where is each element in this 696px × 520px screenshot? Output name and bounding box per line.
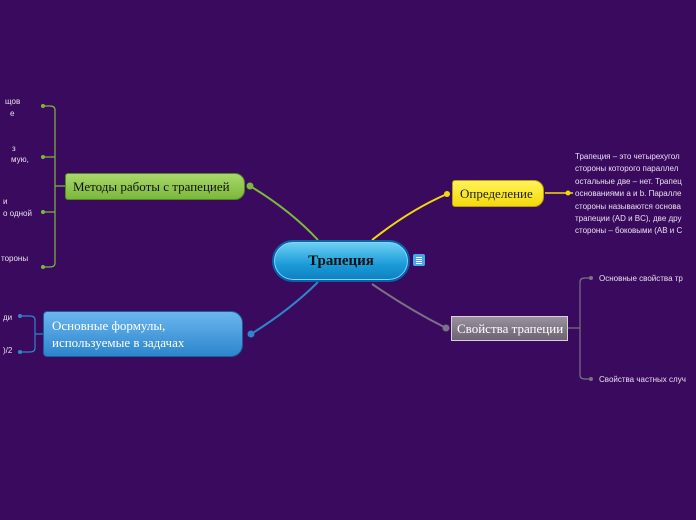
connector-dot-methods xyxy=(246,182,254,190)
connector-dot-methods-4 xyxy=(41,265,45,269)
subtopic-properties-basic[interactable]: Основные свойства тр xyxy=(599,274,683,283)
connector-methods-children xyxy=(41,105,65,268)
subtopic-properties-special[interactable]: Свойства частных случ xyxy=(599,375,686,384)
formulas-fragment-1[interactable]: ди xyxy=(3,313,13,322)
topic-methods[interactable]: Методы работы с трапецией xyxy=(65,173,245,200)
connector-definition xyxy=(371,193,448,241)
methods-fragment-6[interactable]: о одной xyxy=(3,209,32,218)
methods-fragment-5[interactable]: и xyxy=(3,197,8,206)
connector-properties xyxy=(371,283,447,329)
methods-fragment-2[interactable]: е xyxy=(10,109,15,118)
central-topic-label: Трапеция xyxy=(308,252,374,269)
connector-dot-methods-3 xyxy=(41,210,45,214)
connector-dot-properties xyxy=(442,324,450,332)
connector-formulas-children xyxy=(18,315,43,353)
connector-dot-properties-2 xyxy=(589,377,593,381)
methods-fragment-4[interactable]: мую, xyxy=(11,155,29,164)
topic-methods-label: Методы работы с трапецией xyxy=(73,178,230,194)
topic-properties[interactable]: Свойства трапеции xyxy=(451,316,568,341)
connector-properties-children xyxy=(568,277,592,380)
connector-dot-definition-text xyxy=(565,190,571,196)
topic-definition[interactable]: Определение xyxy=(452,180,544,207)
connector-dot-definition xyxy=(444,191,450,197)
topic-properties-label: Свойства трапеции xyxy=(457,320,564,336)
definition-text: Трапеция – это четырехугол стороны котор… xyxy=(575,152,683,236)
connector-dot-properties-1 xyxy=(589,276,593,280)
topic-definition-label: Определение xyxy=(460,185,533,201)
note-icon[interactable] xyxy=(413,254,425,266)
connector-dot-formulas-2 xyxy=(18,350,22,354)
connector-dot-formulas-1 xyxy=(18,314,22,318)
connector-dot-methods-1 xyxy=(41,104,45,108)
topic-formulas[interactable]: Основные формулы, используемые в задачах xyxy=(43,311,243,357)
central-topic[interactable]: Трапеция xyxy=(272,240,410,282)
topic-formulas-label-line2: используемые в задачах xyxy=(52,335,185,350)
methods-fragment-3[interactable]: з xyxy=(12,144,16,153)
methods-fragment-7[interactable]: тороны xyxy=(1,254,29,263)
formulas-fragment-2[interactable]: )/2 xyxy=(3,346,13,355)
methods-fragment-1[interactable]: щов xyxy=(5,97,21,106)
connector-methods xyxy=(249,185,319,241)
connector-dot-methods-2 xyxy=(41,155,45,159)
topic-formulas-label-line1: Основные формулы, xyxy=(52,318,166,333)
connector-formulas xyxy=(250,281,319,335)
connector-dot-formulas xyxy=(247,330,255,338)
